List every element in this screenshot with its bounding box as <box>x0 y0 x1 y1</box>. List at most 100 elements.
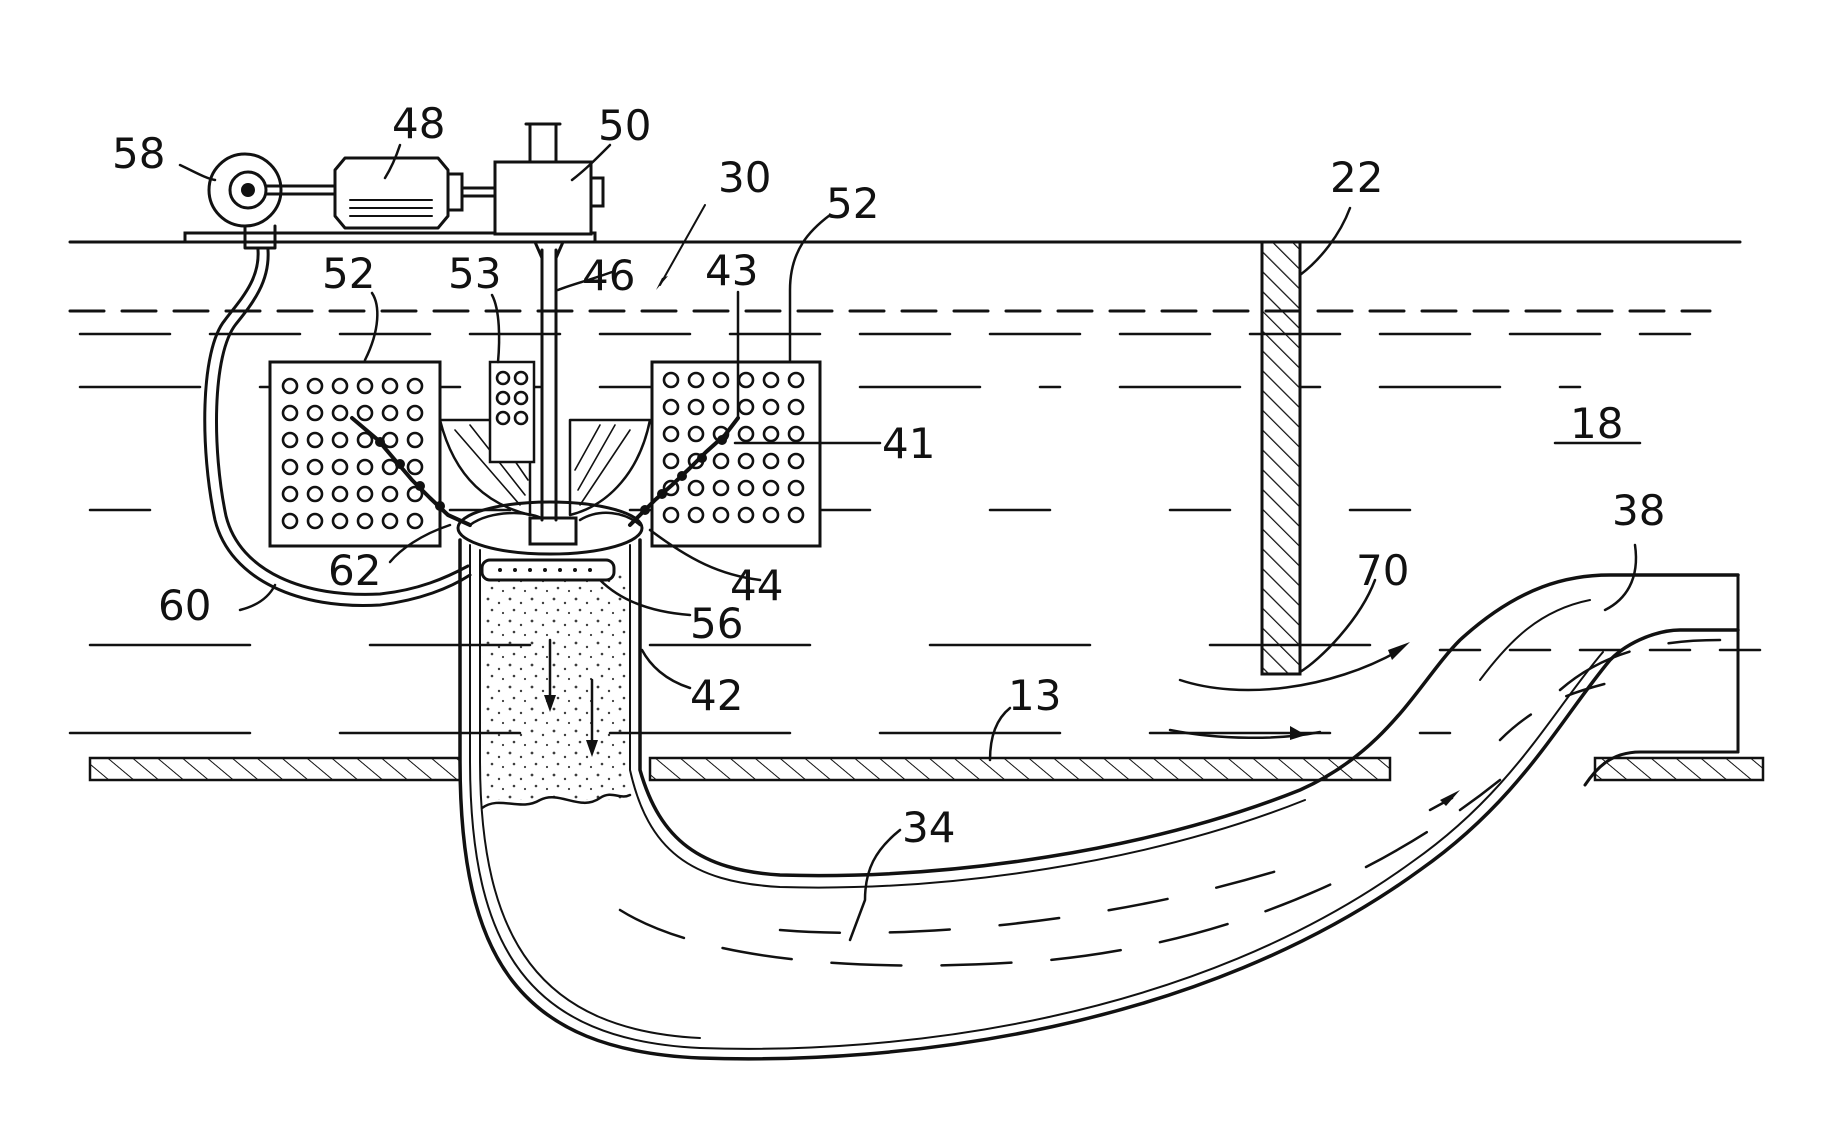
perforation-hole <box>762 479 780 497</box>
label-60: 60 <box>158 581 211 630</box>
label-30: 30 <box>718 153 771 202</box>
perforation-hole <box>381 512 399 530</box>
perforation-hole <box>787 425 805 443</box>
perforation-hole <box>406 377 424 395</box>
perforation-hole <box>406 485 424 503</box>
perforation-hole <box>306 458 324 476</box>
diffuser-panel-right <box>650 360 822 548</box>
perforation-hole <box>406 458 424 476</box>
perforation-hole <box>712 371 730 389</box>
label-38: 38 <box>1612 486 1665 535</box>
perforation-hole <box>356 485 374 503</box>
perforation-hole <box>787 371 805 389</box>
perforation-hole <box>356 431 374 449</box>
perforation-hole <box>331 431 349 449</box>
perforation-hole <box>712 398 730 416</box>
perforation-hole <box>406 512 424 530</box>
label-13: 13 <box>1008 671 1061 720</box>
perforation-hole <box>787 479 805 497</box>
perforation-hole <box>356 404 374 422</box>
label-44: 44 <box>730 561 783 610</box>
perforation-hole <box>687 506 705 524</box>
perforation-hole <box>712 506 730 524</box>
diffuser-panel-left <box>268 360 442 548</box>
label-18: 18 <box>1570 399 1623 448</box>
perforation-hole <box>331 458 349 476</box>
perforation-hole <box>687 398 705 416</box>
perforation-hole <box>306 377 324 395</box>
perforation-hole <box>662 425 680 443</box>
label-62: 62 <box>328 546 381 595</box>
perforation-hole <box>281 404 299 422</box>
perforation-hole <box>762 452 780 470</box>
downflow-column <box>480 570 632 810</box>
perforation-hole <box>762 371 780 389</box>
perforation-hole <box>381 404 399 422</box>
perforation-hole <box>356 512 374 530</box>
perforation-hole <box>737 479 755 497</box>
label-41: 41 <box>882 419 935 468</box>
label-22: 22 <box>1330 153 1383 202</box>
label-52-left: 52 <box>322 249 375 298</box>
perforation-hole <box>306 431 324 449</box>
perforation-hole <box>356 377 374 395</box>
label-70: 70 <box>1356 546 1409 595</box>
perforation-hole <box>281 485 299 503</box>
deck-machinery <box>183 122 605 250</box>
air-hose <box>203 248 472 608</box>
perforation-hole <box>687 479 705 497</box>
perforation-hole <box>787 506 805 524</box>
perforation-hole <box>712 452 730 470</box>
perforation-hole <box>306 512 324 530</box>
perforation-hole <box>331 512 349 530</box>
perforation-hole <box>281 512 299 530</box>
perforation-hole <box>712 479 730 497</box>
perforation-hole <box>331 485 349 503</box>
perforation-hole <box>662 479 680 497</box>
label-46: 46 <box>582 251 635 300</box>
perforation-hole <box>662 452 680 470</box>
diffuser-holes-right <box>662 371 805 524</box>
perforation-hole <box>662 371 680 389</box>
channel-floor <box>88 756 1765 782</box>
flow-swirl <box>1168 642 1410 740</box>
perforation-hole <box>662 398 680 416</box>
water-level-dashes <box>68 309 1762 735</box>
label-53: 53 <box>448 249 501 298</box>
gas-feed-lines <box>350 416 740 527</box>
perforation-hole <box>762 425 780 443</box>
perforation-hole <box>306 485 324 503</box>
perforation-hole <box>381 485 399 503</box>
label-48: 48 <box>392 99 445 148</box>
perforation-hole <box>406 404 424 422</box>
label-34: 34 <box>902 803 955 852</box>
perforation-hole <box>737 452 755 470</box>
perforation-hole <box>687 425 705 443</box>
perforation-hole <box>331 404 349 422</box>
label-52-right: 52 <box>826 179 879 228</box>
perforation-hole <box>281 377 299 395</box>
reference-numerals: 58 48 50 30 52 22 52 53 46 43 41 18 38 6… <box>112 99 1665 852</box>
perforation-hole <box>737 506 755 524</box>
label-50: 50 <box>598 101 651 150</box>
perforation-hole <box>737 425 755 443</box>
perforation-hole <box>381 377 399 395</box>
label-58: 58 <box>112 129 165 178</box>
label-56: 56 <box>690 599 743 648</box>
perforation-hole <box>331 377 349 395</box>
draft-pipe <box>458 538 1740 1061</box>
perforation-hole <box>687 371 705 389</box>
perforation-hole <box>356 458 374 476</box>
drive-shaft <box>438 240 652 522</box>
baffle-wall <box>1260 240 1302 676</box>
perforation-hole <box>787 452 805 470</box>
mixer-housing <box>456 500 644 582</box>
leader-lines <box>178 143 1642 942</box>
label-43: 43 <box>705 246 758 295</box>
perforation-hole <box>281 458 299 476</box>
diffuser-holes-left <box>281 377 424 530</box>
perforation-hole <box>662 506 680 524</box>
perforation-hole <box>406 431 424 449</box>
